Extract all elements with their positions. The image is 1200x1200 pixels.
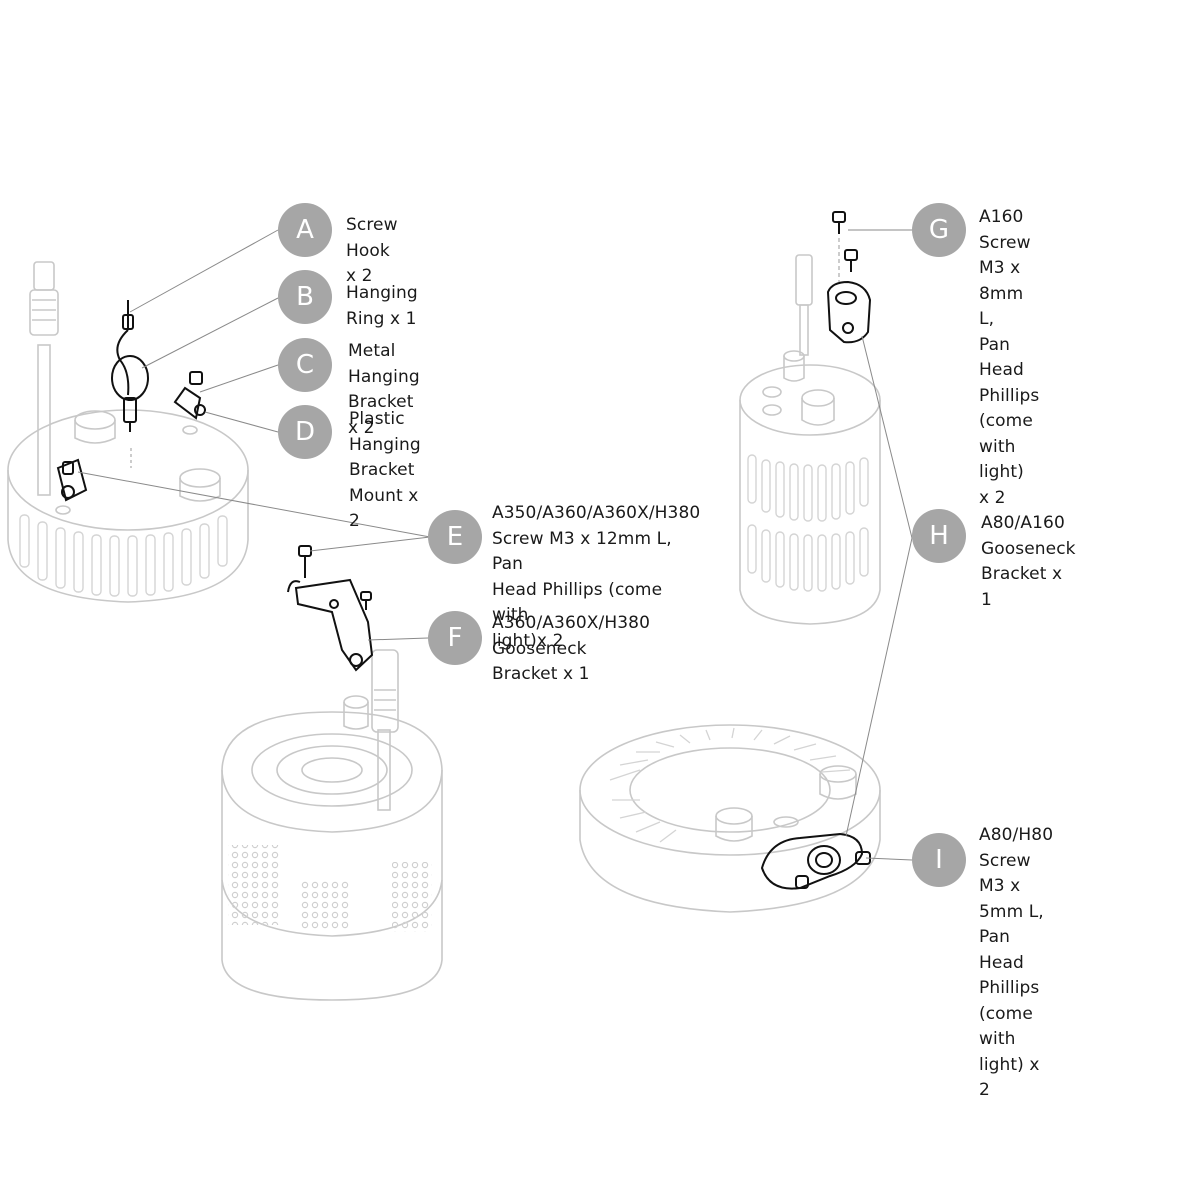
callout-badge-a: A: [278, 203, 332, 257]
callout-badge-b: B: [278, 270, 332, 324]
callout-label-d: Plastic Hanging Bracket Mount x 2: [349, 409, 421, 531]
leader-lines: [77, 229, 913, 861]
callout-label-a: Screw Hook x 2: [346, 215, 398, 286]
light-fixture-a160: [739, 254, 881, 625]
callout-badge-i: I: [912, 833, 966, 887]
light-fixture-hanging: [7, 261, 249, 603]
callout-badge-g: G: [912, 203, 966, 257]
gooseneck-bracket-a80: [760, 832, 871, 890]
callout-label-b: Hanging Ring x 1: [346, 283, 418, 329]
callout-badge-d: D: [278, 405, 332, 459]
light-fixture-gooseneck-large: [221, 649, 443, 1001]
callout-badge-h: H: [912, 509, 966, 563]
callout-badge-f: F: [428, 611, 482, 665]
callout-label-e: A350/A360/A360X/H380 Screw M3 x 12mm L, …: [492, 503, 701, 651]
callout-label-f: A360/A360X/H380 Gooseneck Bracket x 1: [492, 613, 650, 684]
callout-badge-e: E: [428, 510, 482, 564]
gooseneck-bracket-large: [287, 545, 374, 672]
callout-label-g: A160 Screw M3 x 8mm L, Pan Head Phillips…: [979, 207, 1040, 508]
gooseneck-bracket-a160: [826, 211, 872, 344]
callout-badge-c: C: [278, 338, 332, 392]
callout-label-c: Metal Hanging Bracket x 2: [348, 341, 420, 438]
callout-label-h: A80/A160 Gooseneck Bracket x 1: [981, 513, 1076, 610]
light-fixture-a80: [579, 724, 881, 913]
callout-label-i: A80/H80 Screw M3 x 5mm L, Pan Head Phill…: [979, 825, 1054, 1100]
hanging-kit-parts: [56, 300, 206, 502]
